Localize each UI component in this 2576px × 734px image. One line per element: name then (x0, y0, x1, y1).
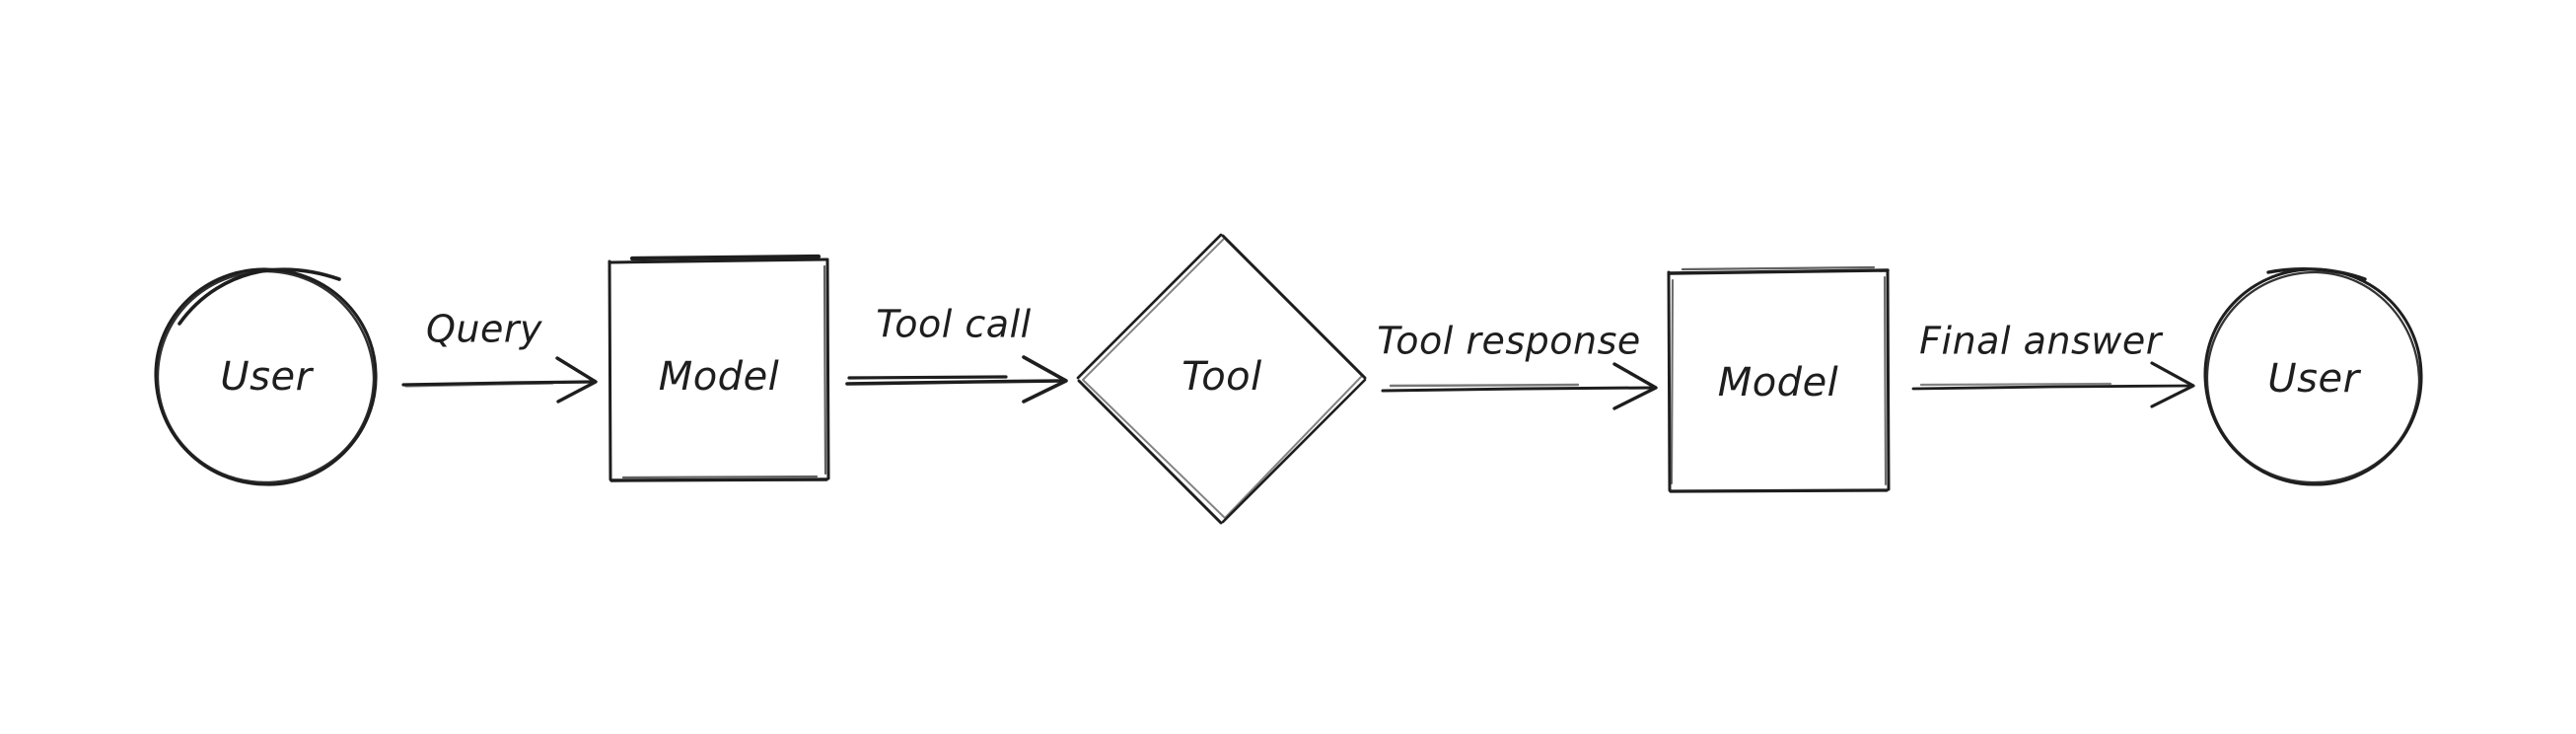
node-model-second[interactable]: Model (1667, 265, 1891, 493)
tool-label: Tool (1181, 354, 1262, 400)
edge-tool-call-line (845, 379, 1065, 386)
tool-edge-top-left (1076, 233, 1223, 380)
model-second-top-echo (1681, 265, 1876, 271)
node-user-start[interactable]: User (154, 267, 378, 486)
user-start-label: User (220, 354, 314, 400)
node-tool[interactable]: Tool (1076, 233, 1367, 525)
model-first-label: Model (659, 354, 780, 400)
tool-outline-echo (1082, 238, 1363, 519)
user-end-overshoot (2266, 266, 2367, 281)
node-model-first[interactable]: Model (608, 254, 830, 482)
user-end-fill (2205, 268, 2422, 485)
model-second-label: Model (1718, 360, 1839, 405)
model-first-fill (609, 260, 828, 479)
edge-tool-call-arrowhead (1022, 355, 1068, 404)
edge-final-answer-label: Final answer (1919, 320, 2164, 363)
edge-final-answer[interactable]: Final answer (1911, 320, 2195, 408)
model-first-top-echo (629, 254, 822, 261)
model-second-left-echo (1670, 278, 1675, 485)
tool-edge-bottom-right (1221, 378, 1367, 524)
edge-tool-call-label: Tool call (876, 303, 1031, 346)
edge-tool-response-arrowhead (1612, 362, 1658, 410)
model-first-right-echo (823, 264, 827, 476)
model-second-left (1667, 270, 1672, 492)
model-first-top (608, 257, 829, 264)
user-start-overshoot (178, 267, 341, 326)
edge-final-answer-arrowhead (2150, 361, 2195, 408)
model-first-right (825, 258, 830, 480)
edge-final-answer-line-echo (1919, 382, 2112, 387)
user-end-outline-2 (2205, 270, 2421, 484)
model-second-fill (1669, 271, 1889, 490)
edge-tool-response-line (1381, 386, 1655, 393)
node-user-end[interactable]: User (2203, 266, 2423, 486)
edge-tool-call[interactable]: Tool call (845, 303, 1068, 404)
user-start-outline-2 (156, 269, 376, 484)
user-end-label: User (2267, 356, 2361, 402)
edge-query[interactable]: Query (401, 308, 598, 404)
edge-query-line-echo (404, 381, 554, 388)
user-start-fill (156, 268, 377, 485)
model-second-top (1668, 268, 1890, 275)
model-second-bottom (1669, 488, 1889, 493)
user-end-outline-1 (2203, 267, 2423, 486)
tool-edge-bottom-left (1077, 379, 1223, 525)
edge-tool-response-line-echo (1389, 383, 1580, 388)
edge-tool-call-line-echo (847, 375, 1008, 380)
model-second-right (1886, 269, 1891, 491)
model-second-right-echo (1883, 275, 1888, 486)
model-first-left (608, 259, 612, 481)
edge-tool-response-label: Tool response (1377, 320, 1641, 363)
edge-final-answer-line (1911, 384, 2192, 391)
edge-query-label: Query (426, 308, 542, 351)
user-start-outline-1 (154, 267, 378, 486)
edge-tool-response[interactable]: Tool response (1377, 320, 1658, 410)
edge-query-arrowhead (555, 356, 598, 404)
model-first-bottom (609, 477, 828, 482)
